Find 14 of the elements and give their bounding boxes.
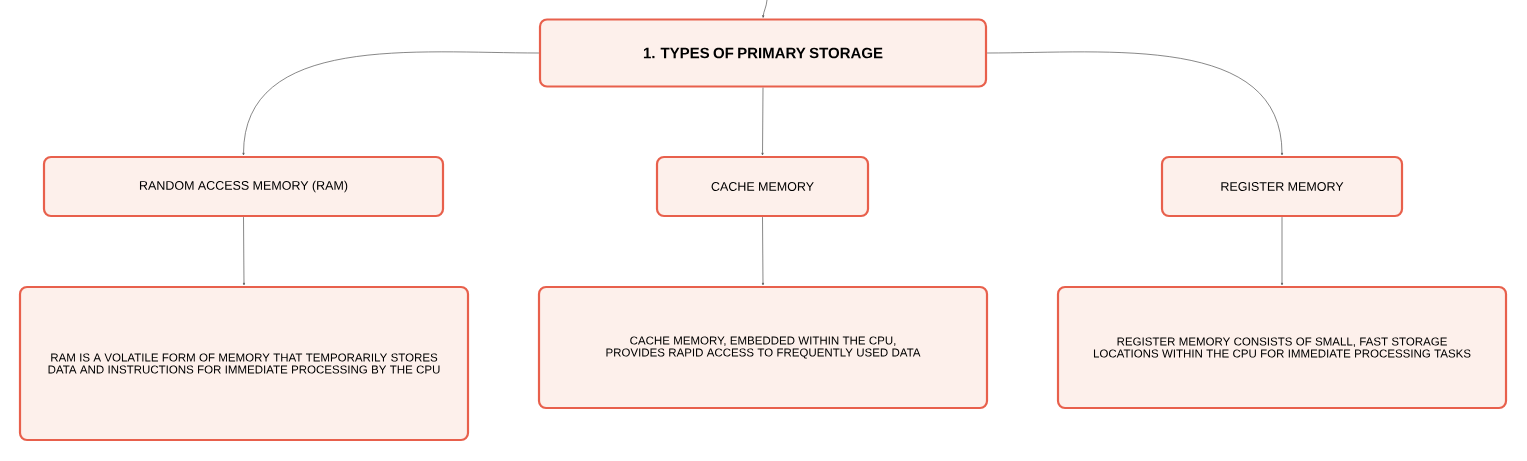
arrow bbox=[761, 87, 764, 156]
arrow bbox=[761, 216, 765, 286]
category-box: CACHE MEMORY bbox=[655, 155, 870, 218]
arrow bbox=[762, 0, 768, 18]
category-box: REGISTER MEMORY bbox=[1160, 155, 1404, 218]
arrow bbox=[1280, 216, 1284, 286]
description-box: RAM IS A VOLATILE FORM OF MEMORY THAT TEMPORARILY STORES DATA AND INSTRUCTIONS FOR IMMEDIATE PROCESSING BY THE CPU bbox=[18, 285, 470, 442]
description-box: CACHE MEMORY, EMBEDDED WITHIN THE CPU, PROVIDES RAPID ACCESS TO FREQUENTLY USED DATA bbox=[537, 285, 989, 410]
arrow bbox=[986, 51, 1284, 156]
category-box: RANDOM ACCESS MEMORY (RAM) bbox=[42, 155, 445, 218]
arrow bbox=[242, 51, 540, 156]
description-box: REGISTER MEMORY CONSISTS OF SMALL, FAST STORAGE LOCATIONS WITHIN THE CPU FOR IMMEDIATE PROCESSING TASKS bbox=[1056, 285, 1508, 410]
title-box: 1. TYPES OF PRIMARY STORAGE bbox=[538, 18, 988, 88]
arrow bbox=[242, 216, 246, 286]
